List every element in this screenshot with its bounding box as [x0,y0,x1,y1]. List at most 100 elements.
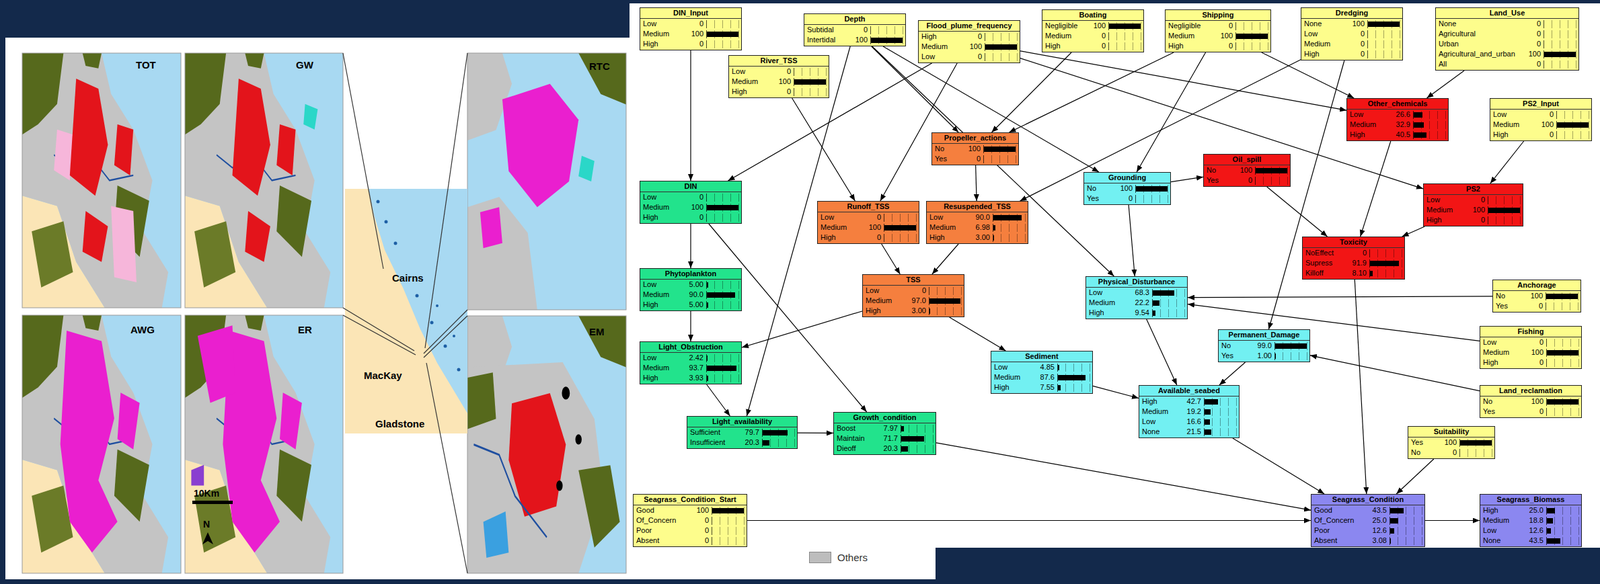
belief-node: DredgingNone100Low0Medium0High0 [1300,7,1403,61]
bar-area [793,78,827,87]
influence-arrow [1020,58,1424,189]
state-row: Medium18.8 [1480,515,1582,526]
state-name: Of_Concern [1314,515,1364,526]
probability-bar [706,292,736,298]
bar-area [1203,408,1237,417]
bar-area [1546,527,1580,536]
bar-area [762,439,795,448]
influence-arrow [1219,362,1246,386]
state-probability: 0 [1109,193,1133,204]
bar-area [1367,40,1401,49]
state-probability: 6.98 [967,222,990,233]
probability-bar [1546,518,1553,524]
map-label: Gladstone [375,418,425,430]
state-probability: 100 [1341,18,1365,29]
state-probability: 0 [686,525,709,537]
probability-bar [1546,399,1579,405]
belief-node: GroundingNo100Yes0 [1083,172,1171,206]
bar-area [1556,121,1590,130]
belief-node: SuitabilityYes100No0 [1407,426,1496,460]
state-name: High [1168,41,1210,52]
state-probability: 43.5 [1363,505,1387,516]
state-probability: 0 [680,18,704,29]
probability-bar [1369,271,1373,277]
state-name: Medium [1349,119,1388,130]
probability-bar [1057,385,1061,391]
state-name: Yes [1086,193,1110,204]
state-probability: 7.97 [874,423,898,434]
bar-area [1545,292,1579,301]
belief-node: BoatingNegligible100Medium0High0 [1041,9,1145,53]
state-probability: 0 [1209,41,1233,52]
state-name: Low [642,353,681,364]
node-title: Land_Use [1435,8,1579,19]
state-name: Medium [1045,30,1083,42]
state-name: High [642,299,681,311]
state-probability: 8.10 [1343,268,1367,279]
state-row: Medium100 [729,76,829,87]
state-row: Boost7.97 [833,423,936,434]
probability-bar [1152,310,1156,317]
state-probability: 0 [1209,20,1233,31]
belief-node: PS2Low0Medium100High0 [1423,183,1524,227]
state-name: No [1086,183,1110,194]
state-name: NoEffect [1305,248,1344,259]
belief-node: DepthSubtidal0Intertidal100 [803,13,906,47]
state-row: Medium100 [1165,30,1271,42]
bar-area [1367,30,1401,39]
state-name: High [642,39,681,50]
state-name: Yes [1411,437,1434,448]
probability-bar [1460,440,1492,446]
bar-area [1546,507,1580,516]
bar-area [983,145,1017,154]
probability-bar [884,225,917,231]
state-name: Low [1482,525,1521,537]
state-row: Intertidal100 [804,34,906,46]
state-probability: 0 [959,51,982,62]
state-name: High [1141,396,1179,407]
probability-bar [1057,365,1060,371]
bar-area [706,20,740,29]
bar-area [1235,42,1269,51]
state-row: Medium93.7 [640,363,742,374]
bar-area [1413,110,1446,120]
state-row: Medium32.9 [1347,119,1449,130]
state-probability: 100 [1109,183,1133,194]
state-row: No100 [1480,396,1582,407]
node-title: Boating [1042,10,1144,21]
bar-area [1152,309,1186,318]
node-title: Shipping [1165,10,1271,21]
bar-area [983,155,1017,164]
node-title: River_TSS [729,55,829,67]
state-row: High0 [1301,49,1403,60]
bar-area [1546,517,1580,526]
state-row: Low0 [640,18,742,29]
state-name: Poor [1314,525,1364,537]
state-probability: 0 [1530,129,1554,140]
state-probability: 0 [686,515,709,526]
bar-area [793,67,827,76]
state-name: Medium [921,41,960,52]
state-probability: 0 [1341,39,1365,50]
state-row: Supress91.9 [1302,258,1405,269]
state-probability: 0 [1462,215,1485,226]
map-label: Cairns [392,272,424,284]
state-name: High [820,232,859,243]
probability-bar [929,298,961,304]
probability-bar [1390,518,1399,524]
state-row: No99.0 [1218,340,1310,352]
state-probability: 90.0 [680,289,704,300]
state-row: Low68.3 [1086,287,1188,298]
node-title: PS2_Input [1490,98,1592,110]
state-name: High [1493,129,1531,140]
state-probability: 100 [1517,49,1541,60]
bar-area [984,32,1018,42]
state-row: Medium100 [640,28,742,40]
state-row: Urban0 [1435,39,1579,50]
bar-area [706,374,740,383]
state-name: No [1495,291,1520,302]
state-row: Medium97.0 [862,295,964,307]
probability-bar [1546,293,1578,300]
state-probability: 18.8 [1520,515,1544,526]
bar-area [1389,507,1423,516]
